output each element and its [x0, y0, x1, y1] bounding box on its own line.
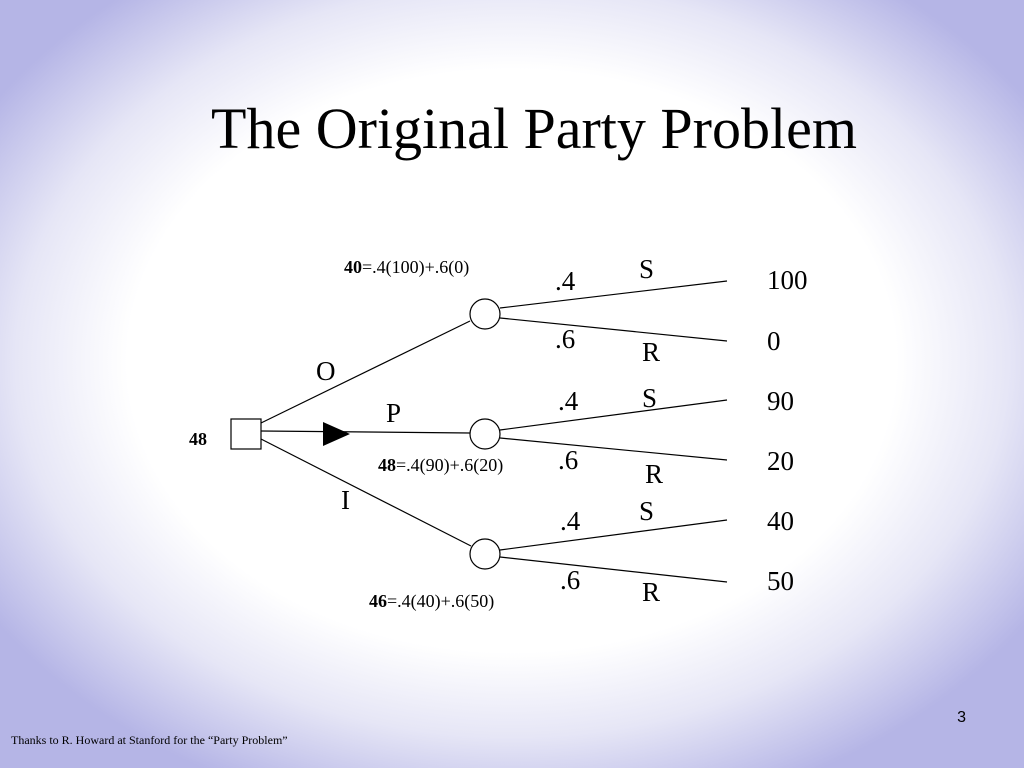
outcome-label: R	[642, 577, 661, 607]
decision-label-i: I	[341, 485, 350, 515]
branch-line-s2	[499, 399, 728, 431]
footer-credit: Thanks to R. Howard at Stanford for the …	[11, 733, 288, 747]
payoff-value: 40	[767, 506, 794, 536]
prob-label: .4	[558, 386, 579, 416]
arrow-right-icon	[323, 422, 350, 446]
decision-node	[230, 418, 262, 450]
payoff-value: 90	[767, 386, 794, 416]
prob-label: .4	[560, 506, 581, 536]
payoff-value: 50	[767, 566, 794, 596]
chance-value-3: 46=.4(40)+.6(50)	[369, 591, 495, 611]
branch-line-r1	[499, 317, 728, 342]
payoff-value: 100	[767, 265, 808, 295]
outcome-label: S	[642, 383, 658, 413]
outcome-label: R	[642, 337, 661, 367]
outcome-label: S	[639, 254, 655, 284]
slide-title: The Original Party Problem	[211, 96, 857, 161]
decision-label-p: P	[386, 398, 402, 428]
branch-line-p	[260, 430, 471, 434]
payoff-value: 20	[767, 446, 794, 476]
outcome-label: R	[645, 459, 664, 489]
chance-value-1: 40=.4(100)+.6(0)	[344, 257, 470, 277]
chance-node-1	[469, 298, 501, 330]
branch-line-r2	[499, 437, 728, 461]
chance-node-2	[469, 418, 501, 450]
branch-line-i	[260, 438, 472, 547]
prob-label: .6	[560, 565, 581, 595]
outcome-label: S	[639, 496, 655, 526]
payoff-value: 0	[767, 326, 781, 356]
branch-line-s1	[499, 280, 728, 309]
decision-label-o: O	[316, 356, 336, 386]
prob-label: .6	[555, 324, 576, 354]
root-value: 48	[189, 429, 207, 449]
prob-label: .4	[555, 266, 576, 296]
branch-line-o	[260, 320, 471, 424]
branch-line-r3	[499, 556, 728, 583]
chance-node-3	[469, 538, 501, 570]
chance-value-2: 48=.4(90)+.6(20)	[378, 455, 504, 475]
branch-line-s3	[499, 519, 728, 551]
prob-label: .6	[558, 445, 579, 475]
slide-number: 3	[957, 709, 966, 726]
